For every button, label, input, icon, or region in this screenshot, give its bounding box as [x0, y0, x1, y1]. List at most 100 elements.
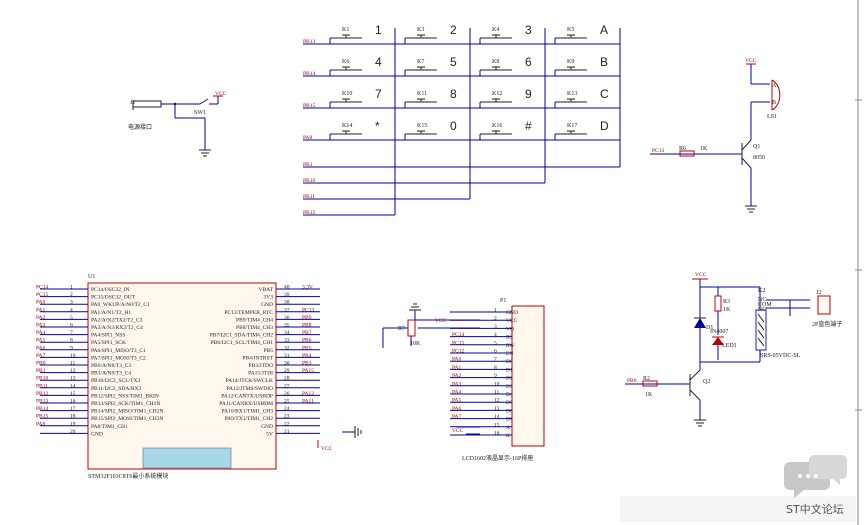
terminal-j2 [817, 295, 831, 315]
mcu-pin-name: VBAT [259, 287, 274, 293]
lcd-pin-number: 6 [494, 349, 497, 355]
svg-text:R7: R7 [398, 326, 405, 332]
lcd-pin-name: D5 [506, 400, 513, 406]
mcu-pin-number: 24 [284, 406, 290, 412]
lcd-pin-number: 4 [494, 332, 497, 338]
lcd-pin-number: 15 [494, 422, 500, 428]
buzzer-input-net: PC13 [652, 148, 664, 154]
mcu-pin-number: 18 [70, 414, 76, 420]
mcu-right-net: PB5 [302, 345, 312, 351]
mcu-pin-name: PA8/TIM1_CH1 [91, 424, 128, 430]
svg-text:IN4007: IN4007 [710, 329, 728, 335]
lcd-pin-name: EN [506, 351, 513, 357]
mcu-pin-name: PA2/A/N2/TX2/T2_C3 [91, 317, 143, 323]
lcd-pin-number: 11 [494, 390, 500, 396]
lcd-pin-name: A [506, 425, 510, 431]
buzzer-symbol [771, 79, 781, 111]
mcu-pin-number: 17 [70, 406, 76, 412]
mcu-pin-name: PB6/I2C1_SCL/TIM4_CH1 [211, 340, 274, 346]
keypad-row-net: PB15 [303, 103, 315, 109]
lcd-pin-number: 3 [494, 324, 497, 330]
mcu-pin-name: PA7/SPI1_MOSI/T3_C2 [91, 355, 146, 361]
mcu-right-pins: 3.3V40VBAT393V338GNDPC1337PC13/TEMPER_RT… [210, 285, 320, 437]
lcd-pin-name: D3 [506, 384, 513, 390]
lcd-pin-name: D1 [506, 367, 513, 373]
mcu-caption: STM32F103C8T6最小系统模块 [88, 472, 168, 480]
mcu-right-net: PB9 [302, 315, 312, 321]
mcu-pin-name: PA9/TX1/TIM1_CH2 [225, 416, 274, 422]
mcu-pin-name: GND [261, 302, 273, 308]
mcu-pin-name: PA5/SPI1_SCK [91, 340, 126, 346]
mcu-pin-name: PA11/CANRX/USBDM [219, 401, 273, 407]
key-label: 8 [450, 87, 457, 101]
mcu-pin-number: 31 [284, 353, 290, 359]
svg-text:J2: J2 [816, 290, 821, 296]
buzzer-circuit: VCC A B LS1 Q1 8050 PC13 R6 1K [650, 58, 781, 213]
mcu-left-net: PB11 [36, 383, 48, 389]
keypad-row-net: PA8 [303, 135, 313, 141]
key-label: 1 [375, 23, 382, 37]
keypad-row-net: PB13 [303, 39, 315, 45]
svg-text:K2: K2 [758, 288, 765, 294]
r6-resistor [679, 150, 695, 157]
lcd-pin-number: 9 [494, 373, 497, 379]
mcu-right-net: PB8 [302, 323, 312, 329]
pot-r7 [407, 319, 416, 337]
mcu-pin-number: 32 [284, 345, 290, 351]
lcd-pin-net: PC12 [452, 349, 464, 355]
svg-text:1K: 1K [723, 307, 731, 313]
mcu-pin-name: PB9/TIM4_CH4 [236, 317, 273, 323]
mcu-pin-name: PB11/I2C2_SDA/RX3 [91, 386, 141, 392]
mcu-pin-number: 13 [70, 376, 76, 382]
mcu-left-net: PA2 [36, 315, 46, 321]
keypad-col-net: PB11 [303, 194, 315, 200]
lcd-pin-name: VCC [506, 318, 518, 324]
lcd-pin-net: PA7 [452, 414, 462, 420]
lcd-ref: P1 [500, 298, 506, 304]
keypad-col-net: PB1 [303, 162, 313, 168]
mcu-left-net: PA0 [36, 300, 46, 306]
mcu-pin-name: PB12/SPI2_NSS/TIM1_BKIN [91, 393, 159, 399]
key-ref: K15 [417, 123, 427, 129]
lcd-pin-name: D7 [506, 417, 513, 423]
key-ref: K14 [342, 123, 352, 129]
mcu-pin-number: 22 [284, 421, 290, 427]
mcu-pin-name: PC15/OSC32_OUT [91, 295, 136, 301]
key-label: * [375, 119, 380, 133]
r2-resistor [642, 380, 658, 387]
mcu-pin-number: 28 [284, 376, 290, 382]
lcd-pin-number: 8 [494, 365, 497, 371]
mcu-pin-name: PA14/JTCK/SWCLK [226, 378, 274, 384]
mcu-pin-name: PB8/TIM4_CH3 [236, 325, 273, 331]
key-ref: K16 [492, 123, 502, 129]
key-ref: K5 [567, 27, 574, 33]
lcd-pin-number: 12 [494, 398, 500, 404]
lcd-pin-net: PA6 [452, 406, 462, 412]
mcu-pin-number: 7 [70, 330, 73, 336]
mcu-pin-name: PB10/I2C2_SCL/TX3 [91, 378, 140, 384]
lcd-pin-number: 5 [494, 340, 497, 346]
keypad-col-net: PB12 [303, 210, 315, 216]
mcu-left-net: PA6 [36, 345, 46, 351]
key-label: 5 [450, 55, 457, 69]
mcu-pin-name: 3V3 [264, 295, 274, 301]
mcu-pin-name: PB4/JNTRST [242, 355, 273, 361]
buzzer-ref: LS1 [767, 114, 777, 120]
vcc-label: VCC [215, 91, 227, 97]
mcu-pin-number: 23 [284, 414, 290, 420]
mcu-pin-name: PA10/RX1/TIM1_CH3 [222, 409, 274, 415]
lcd-pin-name: RW [506, 343, 515, 349]
mcu-left-net: PB12 [36, 391, 48, 397]
key-ref: K7 [417, 59, 424, 65]
relay-vcc-label: VCC [695, 272, 707, 278]
key-label: 3 [525, 23, 532, 37]
mcu-pin-number: 40 [284, 285, 290, 291]
mcu-pin-number: 34 [284, 330, 290, 336]
mcu-5v-net: VCC [321, 446, 333, 452]
lcd-pin-net: PA5 [452, 398, 462, 404]
mcu-right-net: PB3 [302, 361, 312, 367]
